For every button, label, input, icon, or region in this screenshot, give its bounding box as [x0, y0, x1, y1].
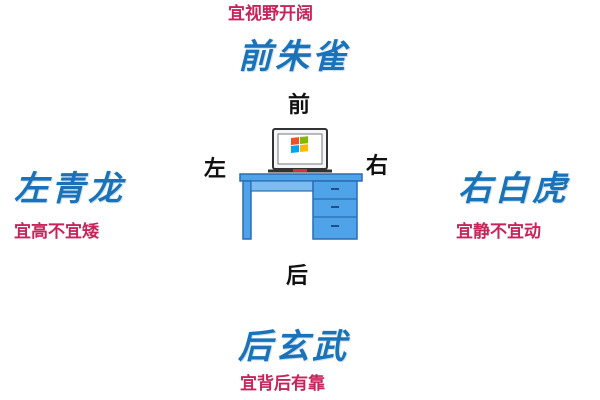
front-direction-label: 前 — [288, 92, 311, 118]
back-direction-label: 后 — [286, 263, 309, 289]
windows-logo-icon — [291, 136, 308, 153]
left-beast-title: 左青龙 — [14, 169, 125, 209]
front-advice: 宜视野开阔 — [228, 4, 313, 24]
back-beast-title: 后玄武 — [238, 327, 349, 367]
right-advice: 宜静不宜动 — [456, 222, 541, 242]
desk-icon — [239, 173, 363, 240]
right-direction-label: 右 — [366, 153, 389, 179]
left-direction-label: 左 — [204, 156, 227, 182]
left-advice: 宜高不宜矮 — [14, 222, 99, 242]
back-advice: 宜背后有靠 — [240, 374, 325, 394]
front-beast-title: 前朱雀 — [238, 37, 349, 77]
right-beast-title: 右白虎 — [458, 169, 569, 209]
desk-illustration — [239, 128, 363, 240]
